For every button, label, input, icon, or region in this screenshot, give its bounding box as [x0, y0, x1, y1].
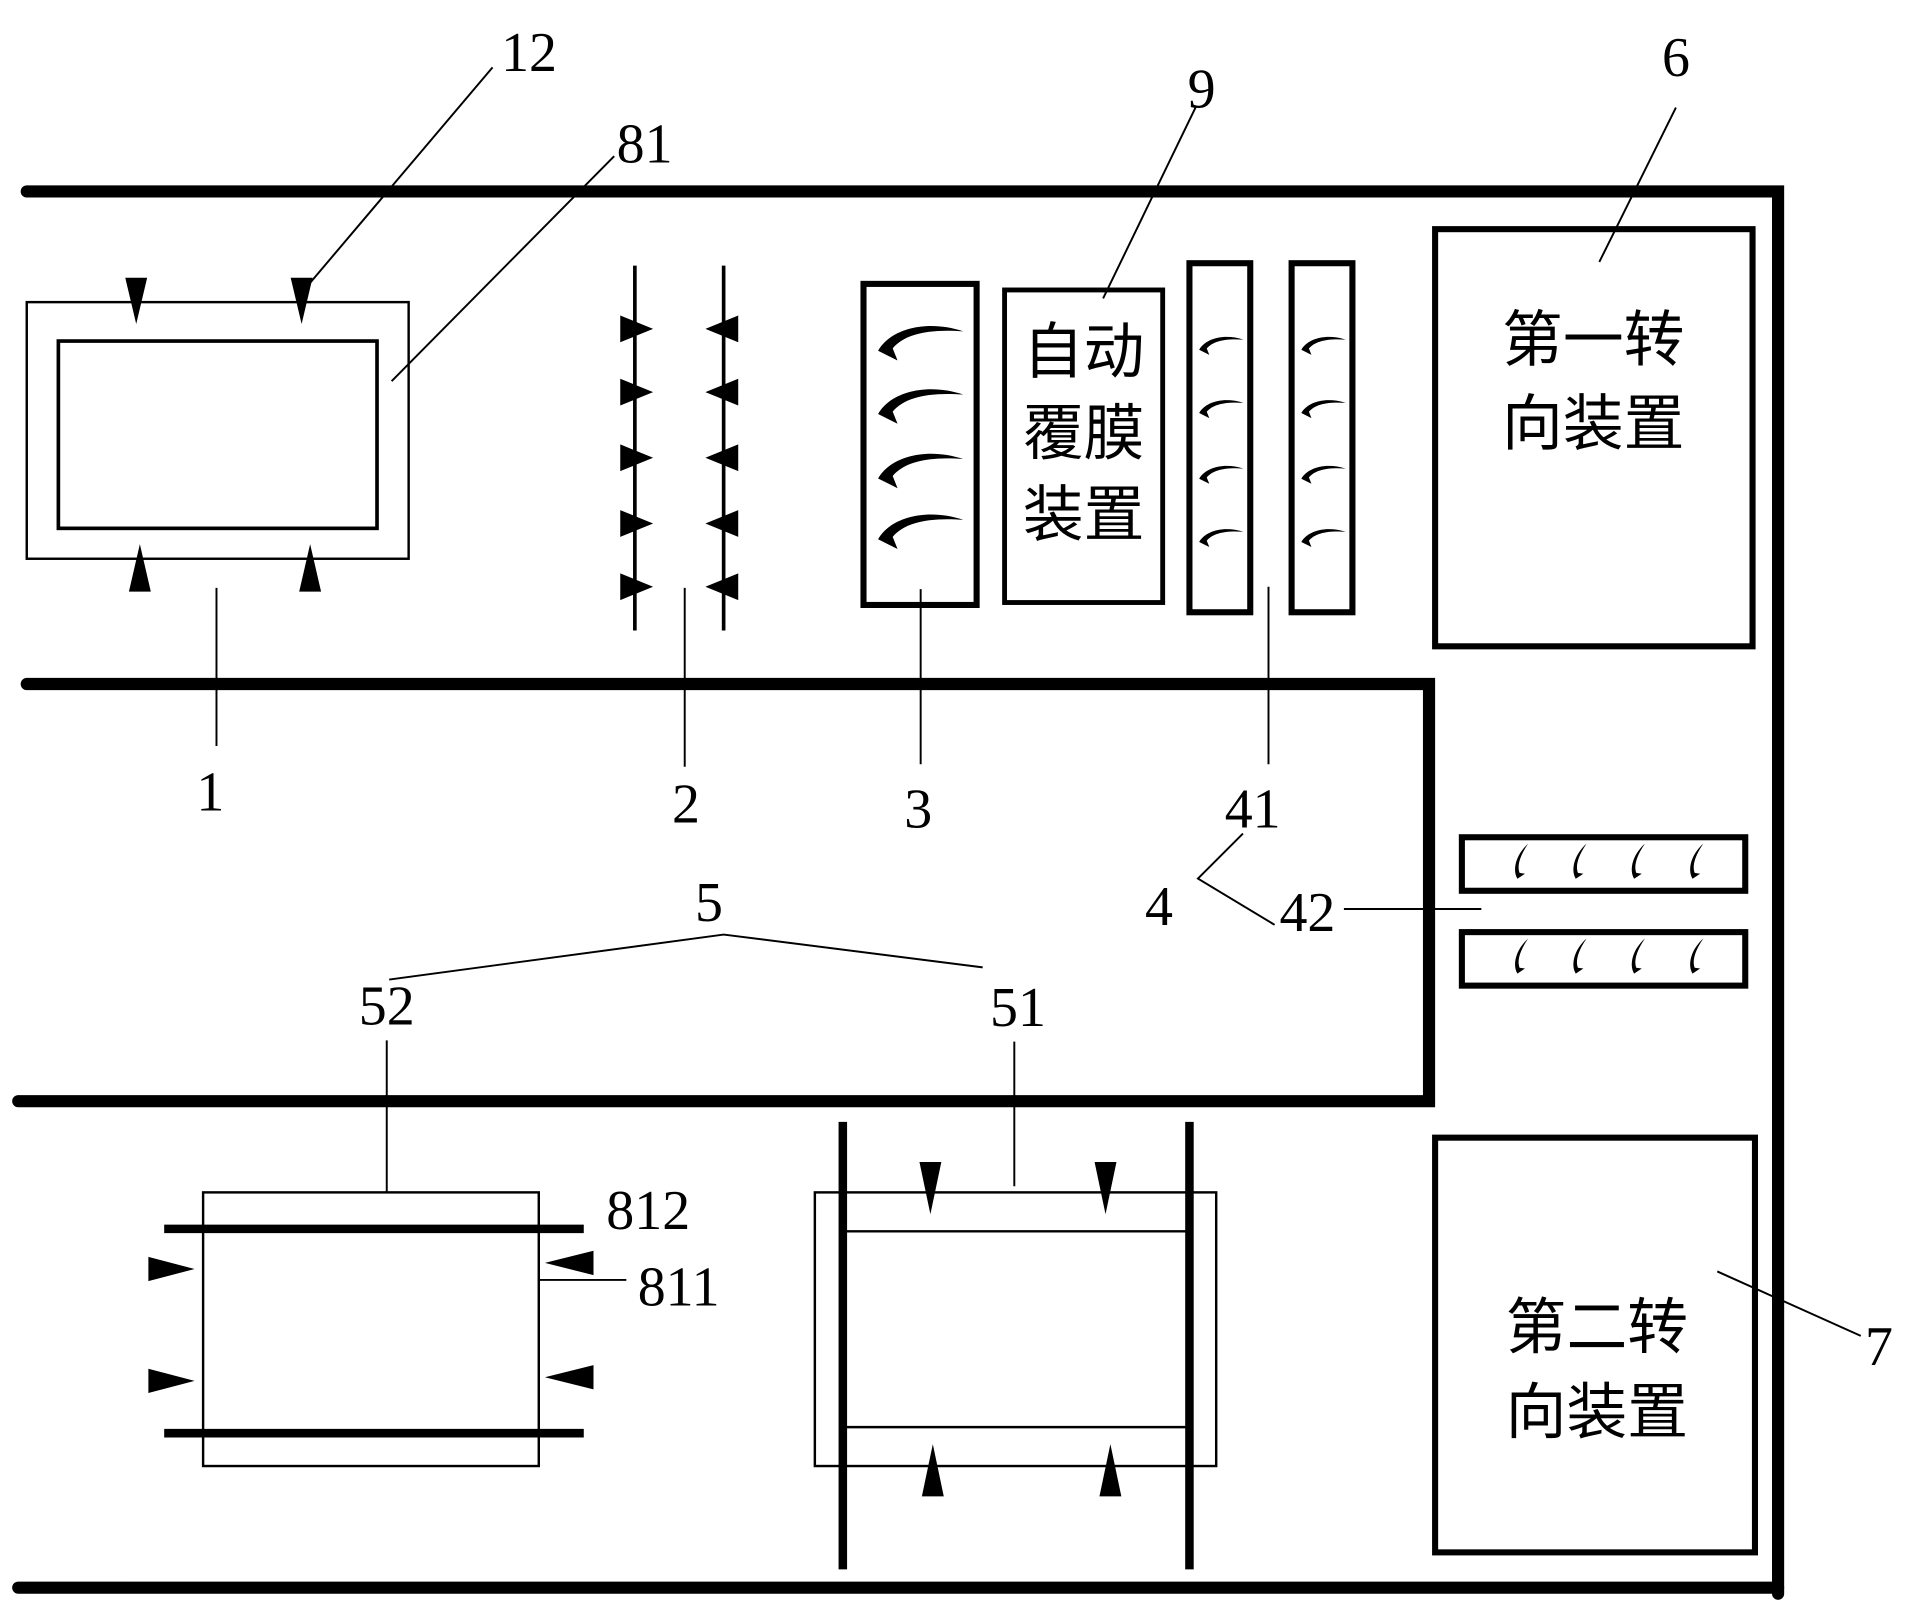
curved-arrow-icon [1690, 938, 1704, 974]
curved-arrow-icon [1301, 529, 1346, 548]
curved-arrow-icon [1199, 465, 1244, 484]
triangle-arrow-icon [620, 315, 654, 343]
reference-numeral-6: 6 [1662, 27, 1690, 89]
curved-arrow-icon [878, 453, 964, 489]
triangle-arrow-icon [148, 1368, 195, 1394]
reference-numeral-81: 81 [617, 113, 673, 175]
triangle-arrow-icon [620, 510, 654, 537]
leader-6 [1598, 107, 1677, 263]
triangle-arrow-icon [705, 573, 739, 601]
station-52 [164, 1191, 584, 1468]
curved-arrow-icon [1631, 843, 1645, 879]
reference-numeral-41: 41 [1225, 779, 1281, 841]
reference-numeral-9: 9 [1188, 59, 1216, 121]
triangle-arrow-icon [299, 544, 322, 592]
frame-812 [201, 1191, 540, 1468]
workpiece-1 [56, 339, 379, 531]
triangle-arrow-icon [148, 1256, 195, 1282]
station-42-box-b [1458, 929, 1749, 989]
triangle-arrow-icon [290, 277, 313, 325]
triangle-arrow-icon [544, 1365, 594, 1390]
triangle-arrow-icon [705, 444, 739, 472]
station-41-box-b [1288, 260, 1356, 616]
triangle-arrow-icon [620, 378, 654, 406]
triangle-arrow-icon [544, 1250, 594, 1276]
curved-arrow-icon [1199, 400, 1244, 419]
first-turning-device-label-line-2: 向装置 [1502, 389, 1684, 459]
film-device-9: 自动 覆膜 装置 [1002, 287, 1166, 605]
triangle-arrow-icon [620, 444, 654, 472]
arrow-layer [125, 277, 1704, 1497]
curved-arrow-icon [878, 389, 964, 424]
leader-7 [1716, 1270, 1862, 1337]
conveyor-walls [12, 185, 1785, 1600]
triangle-arrow-icon [620, 573, 654, 601]
reference-numeral-51: 51 [990, 977, 1046, 1039]
station-51 [813, 1121, 1218, 1570]
curved-arrow-icon [1515, 843, 1529, 879]
bracket-5 [389, 933, 983, 981]
reference-numeral-52: 52 [359, 976, 415, 1038]
reference-numeral-5: 5 [695, 872, 723, 934]
curved-arrow-icon [878, 514, 964, 550]
reference-numeral-812: 812 [606, 1180, 690, 1242]
station-41-box-a [1186, 260, 1254, 616]
triangle-arrow-icon [705, 510, 739, 537]
second-turning-device-label-line-2: 向装置 [1506, 1378, 1688, 1448]
triangle-arrow-icon [1099, 1444, 1122, 1497]
leader-81 [390, 155, 615, 382]
reference-numerals: 12 81 9 6 1 2 3 41 4 42 5 52 51 812 811 … [196, 22, 1893, 1378]
first-turning-device-6: 第一转 向装置 [1432, 226, 1756, 650]
curved-arrow-icon [1199, 336, 1244, 355]
station-42-box-a [1458, 834, 1749, 894]
inner-loop-wall [12, 677, 1436, 1108]
film-device-label-line-1: 自动 [1023, 318, 1145, 388]
curved-arrow-icon [1690, 843, 1704, 879]
leader-9 [1102, 107, 1197, 299]
curved-arrow-icon [1301, 400, 1346, 419]
triangle-arrow-icon [705, 378, 739, 406]
triangle-arrow-icon [125, 277, 148, 325]
first-turning-device-label-line-1: 第一转 [1502, 306, 1684, 376]
curved-arrow-icon [1301, 336, 1346, 355]
curved-arrow-icon [1199, 529, 1244, 548]
first-turning-device-box [1432, 226, 1756, 650]
curved-arrow-icon [1301, 465, 1346, 484]
reference-numeral-7: 7 [1865, 1316, 1893, 1378]
frame-51 [813, 1191, 1218, 1468]
leader-12 [303, 66, 494, 291]
triangle-arrow-icon [921, 1444, 944, 1497]
second-turning-device-label-line-1: 第二转 [1506, 1293, 1688, 1363]
second-turning-device-7: 第二转 向装置 [1432, 1134, 1759, 1556]
curved-arrow-icon [1573, 938, 1587, 974]
reference-numeral-811: 811 [638, 1256, 720, 1318]
reference-numeral-42: 42 [1279, 882, 1335, 944]
bracket-4 [1196, 832, 1276, 926]
outer-top-right-wall [20, 185, 1785, 1600]
frame-81 [25, 300, 410, 560]
triangle-arrow-icon [1094, 1161, 1117, 1215]
triangle-arrow-icon [919, 1161, 942, 1215]
film-device-label-line-3: 装置 [1023, 481, 1145, 551]
curved-arrow-icon [1573, 843, 1587, 879]
triangle-arrow-icon [705, 315, 739, 343]
reference-numeral-4: 4 [1145, 876, 1173, 938]
reference-numeral-2: 2 [672, 774, 700, 836]
triangle-arrow-icon [128, 544, 151, 592]
leader-lines [215, 66, 1862, 1337]
film-device-box [1002, 287, 1166, 605]
curved-arrow-icon [1631, 938, 1645, 974]
station-1 [25, 300, 410, 560]
reference-numeral-3: 3 [904, 779, 932, 841]
reference-numeral-12: 12 [501, 22, 557, 84]
curved-arrow-icon [1515, 938, 1529, 974]
reference-numeral-1: 1 [196, 761, 224, 823]
curved-arrow-icon [878, 326, 964, 361]
film-device-label-line-2: 覆膜 [1023, 399, 1145, 469]
second-turning-device-box [1432, 1134, 1759, 1556]
